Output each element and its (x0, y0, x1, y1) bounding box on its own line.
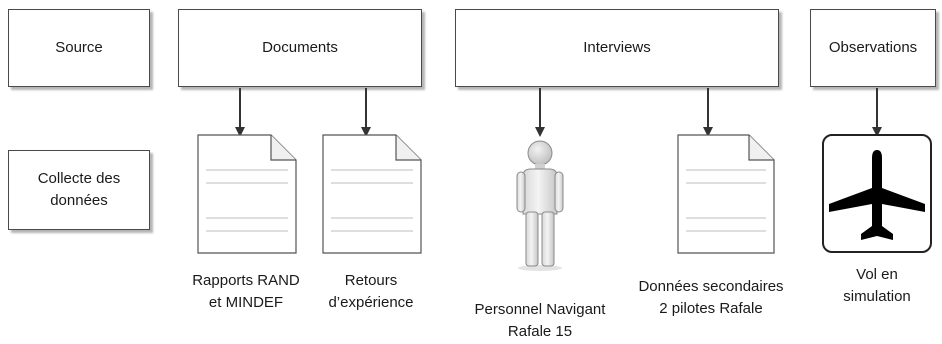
documents-header-label: Documents (262, 38, 338, 56)
collect-label-line2: données (50, 192, 108, 209)
item-label-line1: Personnel Navigant (474, 301, 606, 318)
item-label-personnel: Personnel Navigant Rafale 15 (445, 299, 635, 343)
interviews-header-label: Interviews (583, 38, 651, 56)
interviews-header-box: Interviews (455, 9, 779, 87)
item-label-line2: et MINDEF (208, 293, 284, 311)
observations-header-label: Observations (828, 38, 918, 56)
person-icon (516, 140, 564, 271)
item-label-line2: simulation (843, 287, 911, 305)
item-label-retours: Retours d’expérience (306, 270, 436, 314)
item-label-donnees: Données secondaires 2 pilotes Rafale (626, 276, 796, 320)
document-icon (677, 134, 775, 254)
source-label: Source (55, 38, 103, 56)
item-label-rapports: Rapports RAND et MINDEF (171, 270, 321, 314)
item-label-line2: d’expérience (328, 293, 414, 311)
item-label-vol: Vol en simulation (817, 264, 937, 308)
document-icon (197, 134, 297, 254)
source-box: Source (8, 9, 150, 87)
item-label-line1: Retours (344, 272, 398, 289)
collect-label-line1: Collecte des (37, 169, 121, 187)
observations-header-box: Observations (810, 9, 936, 87)
item-label-line2: Rafale 15 (507, 322, 573, 340)
documents-header-box: Documents (178, 9, 422, 87)
collect-box: Collecte des données (8, 150, 150, 230)
item-label-line2: 2 pilotes Rafale (659, 299, 763, 317)
item-label-line1: Rapports RAND (192, 272, 300, 289)
document-icon (322, 134, 422, 254)
item-label-line1: Données secondaires (638, 278, 784, 295)
airplane-icon (822, 134, 932, 253)
item-label-line1: Vol en (856, 266, 898, 283)
